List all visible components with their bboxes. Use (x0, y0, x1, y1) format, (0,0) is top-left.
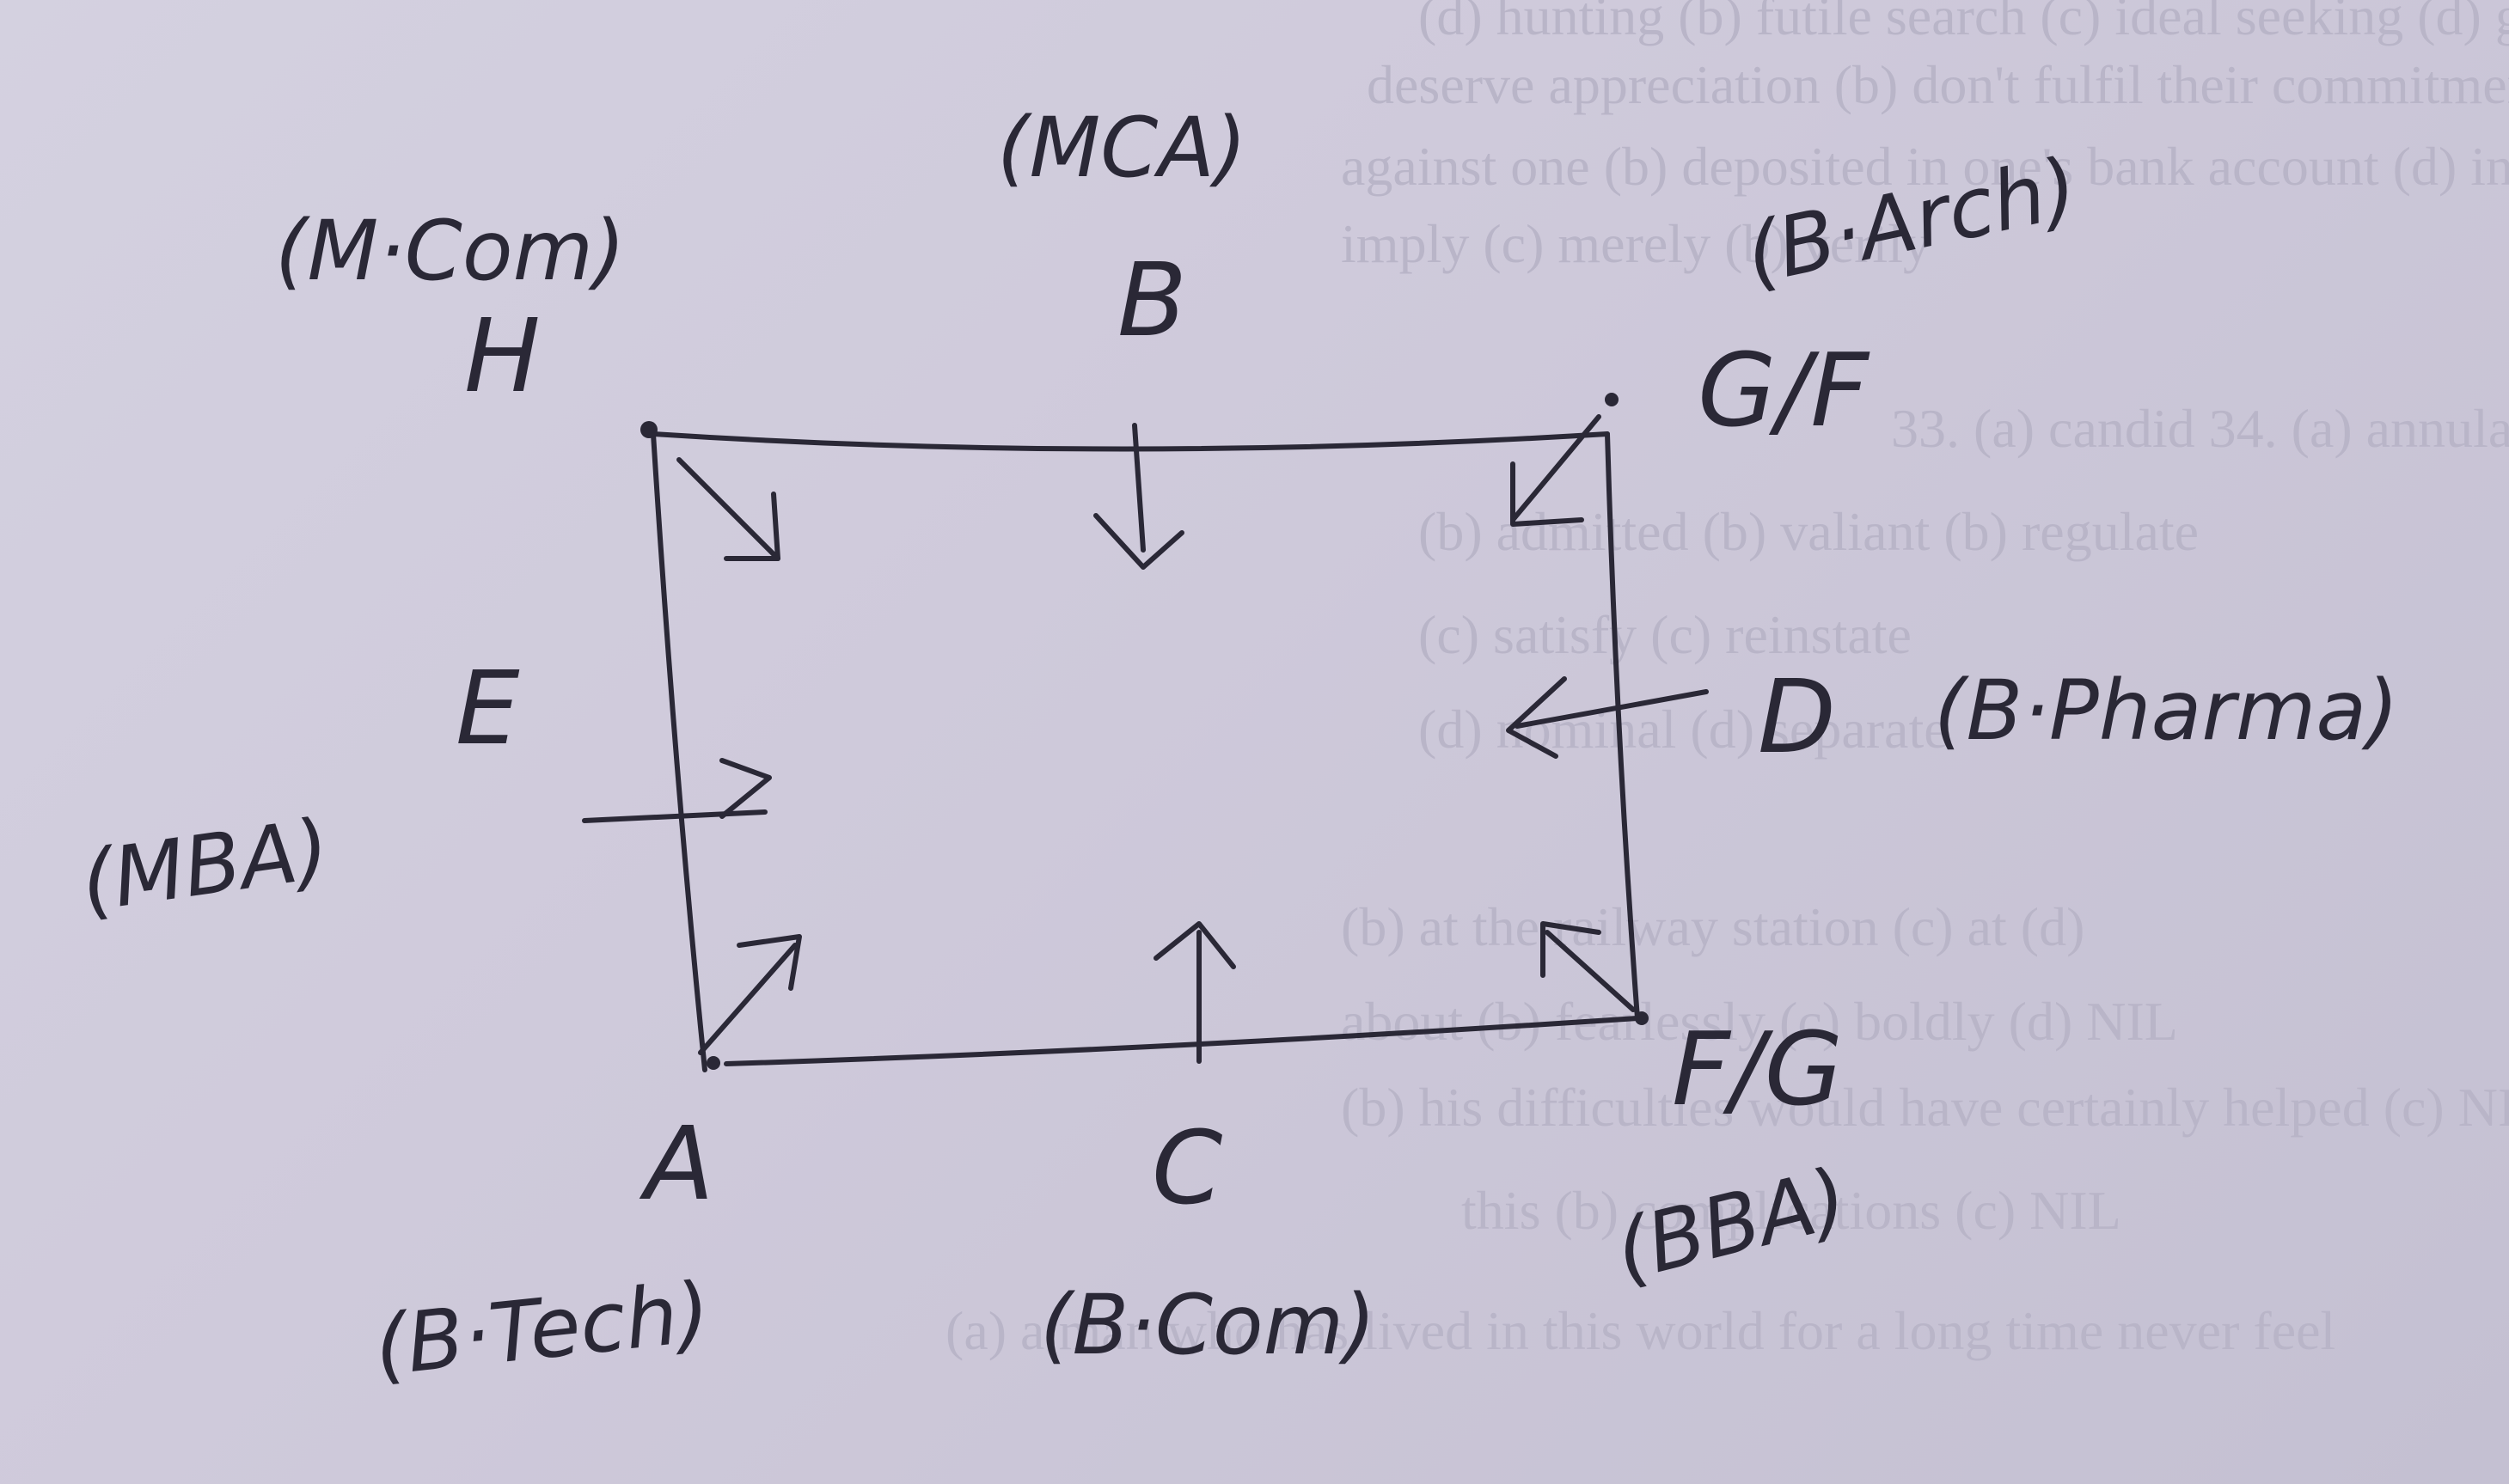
label-gf: G/F (1698, 331, 1870, 449)
ghost-line-6: (b) admitted (b) valiant (b) regulate (1418, 501, 2199, 562)
ghost-line-10: about (b) fearlessly (c) boldly (d) NIL (1341, 991, 2178, 1052)
ghost-line-9: (b) at the railway station (c) at (d) (1341, 896, 2084, 957)
label-c-name: (B·Com) (1040, 1277, 1376, 1373)
rectangle-bottom-edge (724, 1016, 1640, 1066)
ghost-line-12: this (b) complications (c) NIL (1461, 1180, 2121, 1241)
label-h-name: (M·Com) (275, 203, 626, 299)
rectangle-right-edge (1605, 431, 1640, 1021)
label-a-name: (B·Tech) (370, 1264, 714, 1395)
label-d-name: (B·Pharma) (1934, 663, 2399, 759)
label-fg-name: (BBA) (1606, 1150, 1856, 1300)
ghost-line-11: (b) his difficulties would have certainl… (1341, 1077, 2509, 1138)
label-a: A (639, 1104, 714, 1223)
label-b-name: (MCA) (997, 100, 1246, 196)
label-e: E (456, 649, 520, 767)
rectangle-top-edge (651, 431, 1610, 452)
rectangle-left-edge (651, 431, 707, 1072)
corner-dot-fg (1635, 1011, 1649, 1025)
arrow-c-icon (1154, 921, 1236, 1064)
label-h: H (464, 296, 541, 415)
arrow-d-icon (1506, 676, 1709, 759)
label-e-name: (MBA) (76, 801, 335, 931)
label-b: B (1117, 241, 1187, 359)
arrow-a-icon (698, 934, 802, 1055)
ghost-line-5: 33. (a) candid 34. (a) annular 35. (a) r… (1891, 398, 2509, 459)
ghost-line-4: imply (c) merely (b) verily (1341, 213, 1931, 274)
arrow-gf-icon (1510, 414, 1601, 527)
arrow-b-icon (1093, 423, 1184, 570)
corner-dot-h (640, 421, 658, 438)
ghost-line-1: (d) hunting (b) futile search (c) ideal … (1418, 0, 2509, 46)
ghost-line-13: (a) a man who has lived in this world fo… (945, 1300, 2335, 1361)
label-fg: F/G (1672, 1010, 1843, 1128)
ghost-line-7: (c) satisfy (c) reinstate (1418, 604, 1912, 665)
arrow-h-icon (676, 457, 780, 561)
ghost-line-3: against one (b) deposited in one's bank … (1341, 136, 2509, 197)
arrow-fg-icon (1540, 921, 1636, 1012)
corner-dot-gf (1605, 393, 1619, 406)
label-gf-name: (B·Arch) (1737, 139, 2085, 303)
arrow-e-icon (582, 758, 772, 823)
corner-dot-a (707, 1056, 720, 1070)
ghost-line-2: deserve appreciation (b) don't fulfil th… (1367, 54, 2509, 115)
label-c: C (1152, 1108, 1222, 1227)
label-d: D (1758, 657, 1836, 776)
